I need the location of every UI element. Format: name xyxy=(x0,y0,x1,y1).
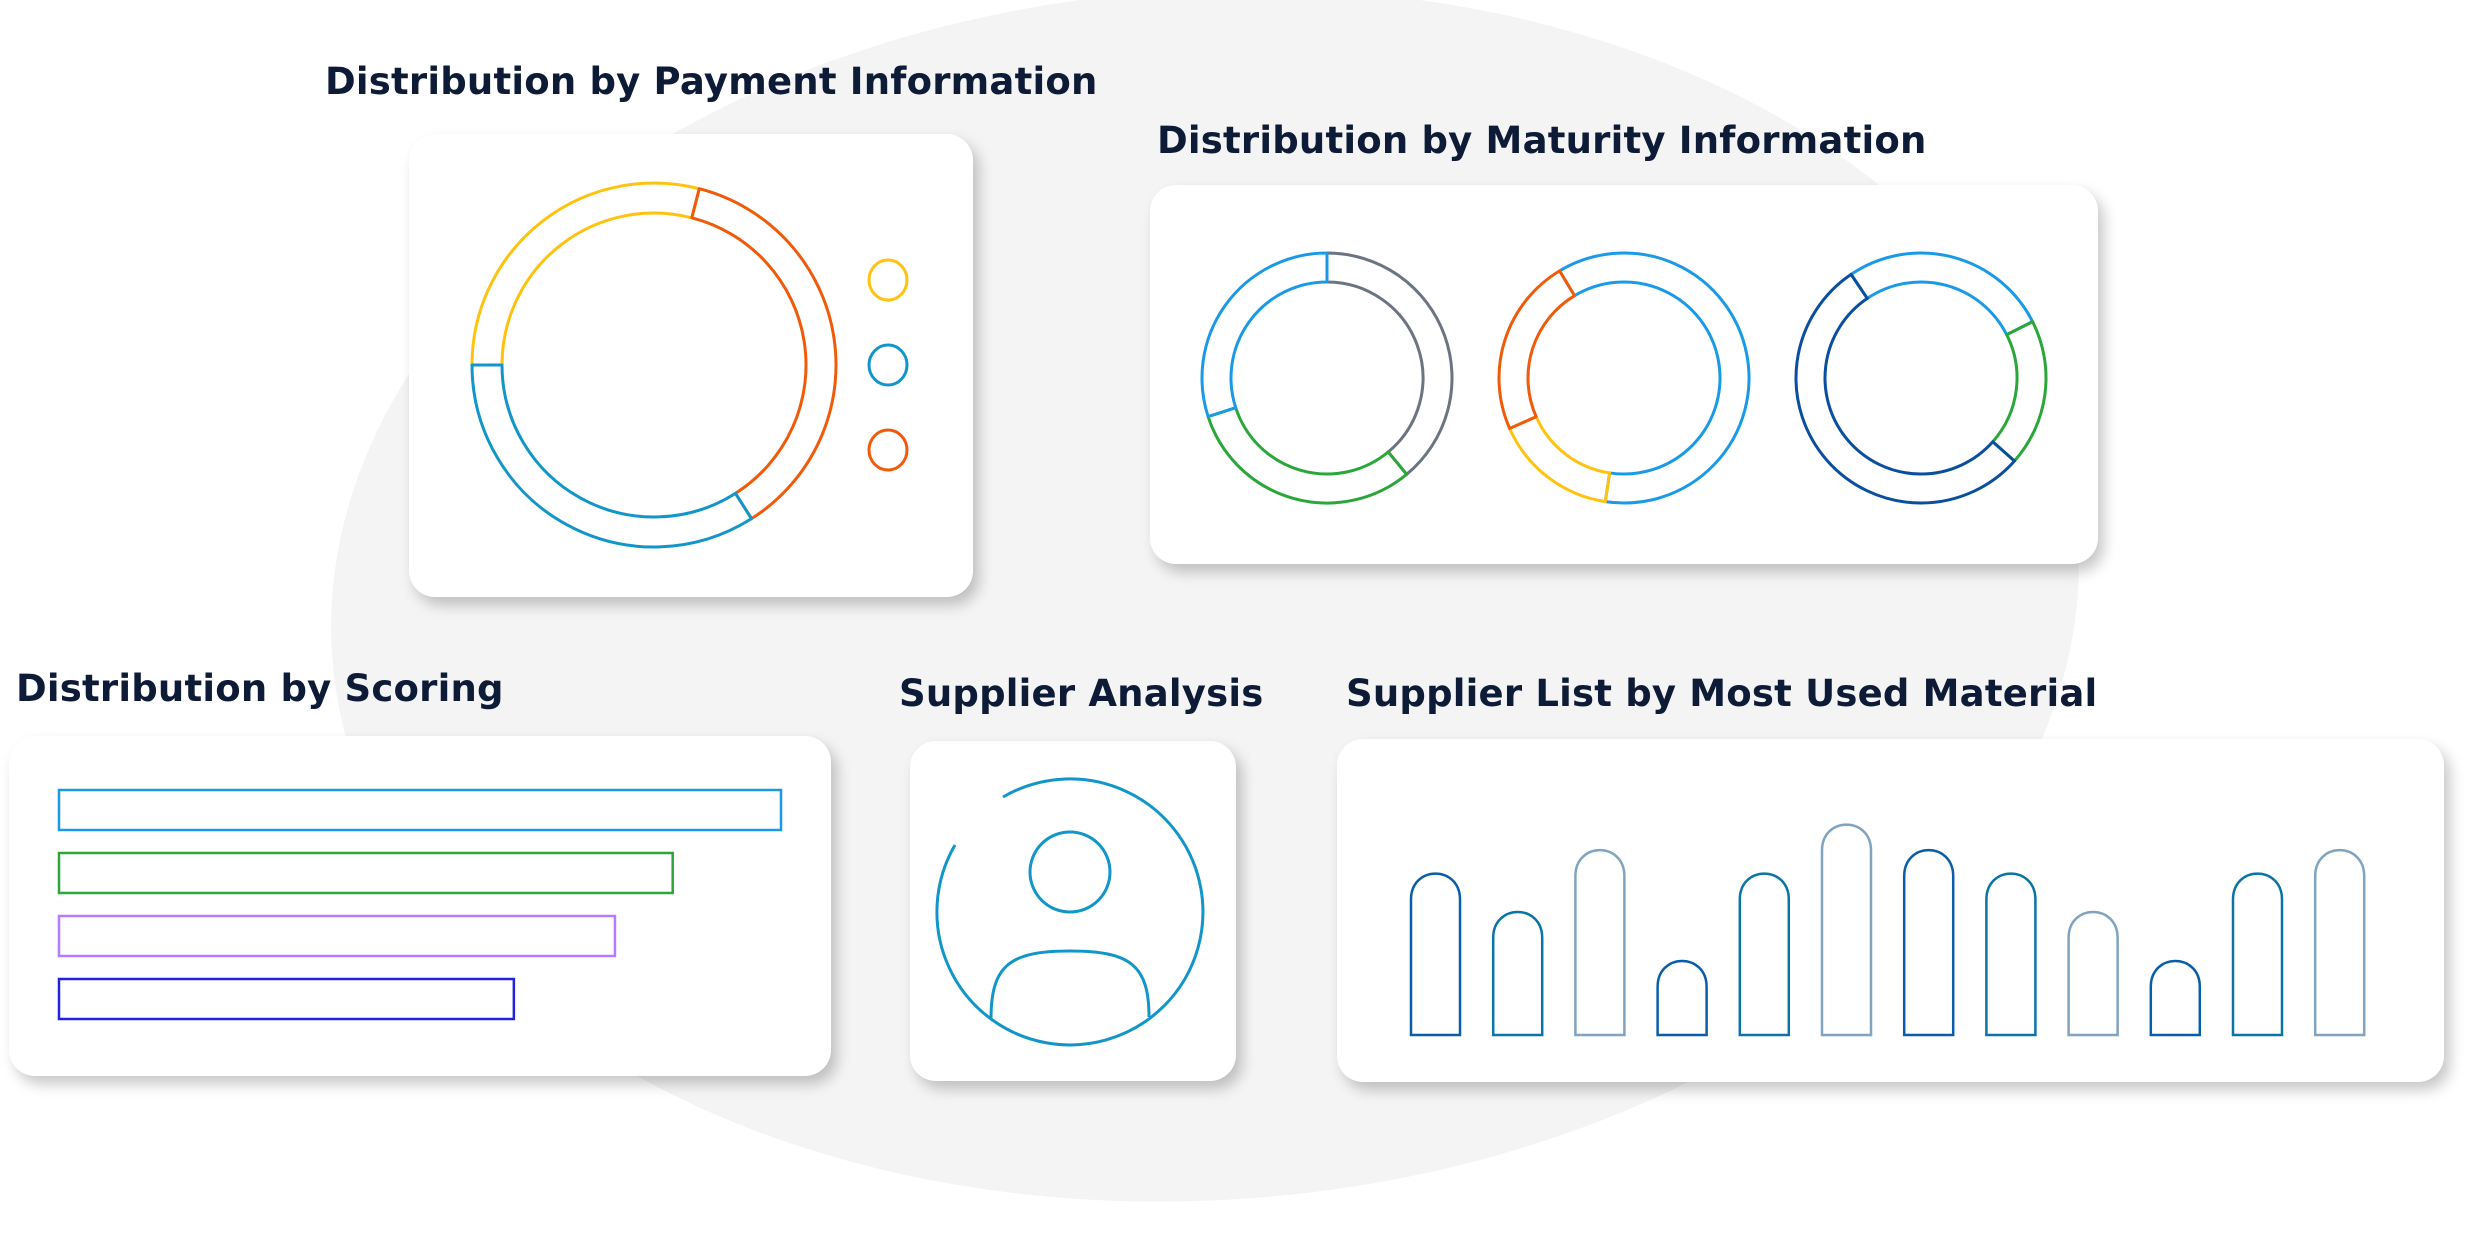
user-icon xyxy=(935,777,1205,1047)
maturity-3-slice xyxy=(1849,251,2035,337)
supplier-list-title: Supplier List by Most Used Material xyxy=(1346,672,2098,715)
maturity-1-slice xyxy=(1206,406,1409,505)
material-bar xyxy=(1820,823,1873,1037)
user-icon-ring xyxy=(935,777,1205,1047)
material-bar xyxy=(1409,872,1462,1037)
scoring-bar xyxy=(57,914,617,958)
maturity-2-slice xyxy=(1508,415,1612,504)
legend-marker xyxy=(867,343,909,387)
material-bar xyxy=(1902,849,1955,1037)
supplier-analysis-title: Supplier Analysis xyxy=(899,672,1264,715)
material-bar xyxy=(2067,910,2119,1037)
maturity-3-slice xyxy=(1991,320,2048,463)
material-bar xyxy=(1738,872,1791,1037)
user-icon-body xyxy=(989,949,1151,1020)
material-bar xyxy=(2149,959,2202,1037)
material-bar xyxy=(1491,910,1544,1037)
payment-title: Distribution by Payment Information xyxy=(325,60,1098,103)
payment-slice xyxy=(690,187,838,521)
legend-marker xyxy=(867,258,909,302)
supplier-list-card xyxy=(1337,739,2444,1082)
scoring-bar xyxy=(57,788,783,832)
maturity-2-slice xyxy=(1497,269,1577,430)
scoring-title: Distribution by Scoring xyxy=(16,667,504,710)
material-bar xyxy=(1656,959,1708,1037)
payment-slice xyxy=(470,181,701,367)
material-bar xyxy=(1574,849,1626,1037)
scoring-bar xyxy=(57,977,516,1021)
user-icon-head xyxy=(1028,830,1112,914)
charts-layer xyxy=(57,181,2366,1047)
payment-slice xyxy=(470,363,754,549)
maturity-3-slice xyxy=(1794,272,2016,505)
material-bar xyxy=(2313,849,2366,1037)
maturity-1-slice xyxy=(1200,251,1329,419)
maturity-title: Distribution by Maturity Information xyxy=(1157,119,1927,162)
scoring-bar xyxy=(57,851,674,895)
material-bar xyxy=(1985,872,2037,1037)
maturity-1-slice xyxy=(1325,251,1454,476)
maturity-2-slice xyxy=(1558,251,1751,505)
legend-marker xyxy=(867,428,909,472)
material-bar xyxy=(2231,872,2284,1037)
